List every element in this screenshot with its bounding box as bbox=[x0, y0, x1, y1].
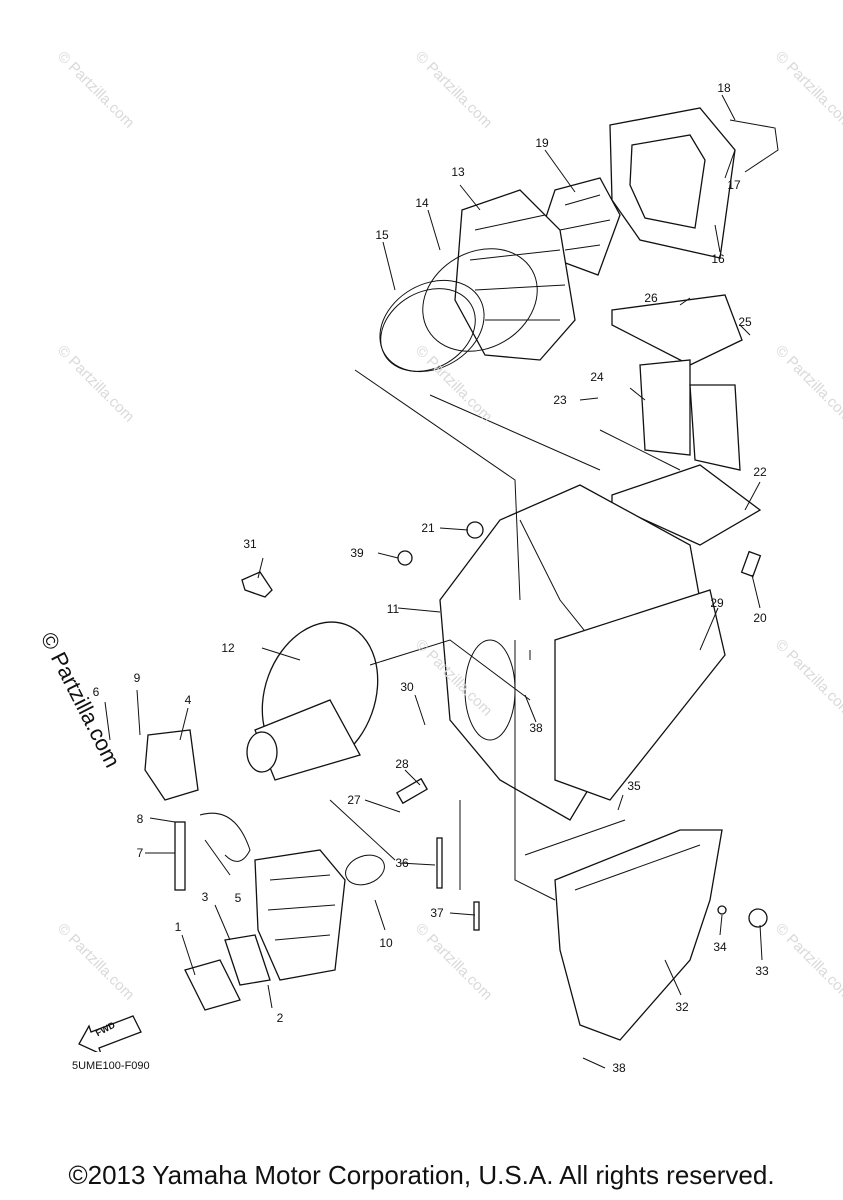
intake-ducts bbox=[611, 294, 762, 546]
callout-29: 29 bbox=[710, 596, 724, 610]
callout-25: 25 bbox=[738, 315, 752, 329]
filter-rings bbox=[379, 248, 538, 373]
callout-12: 12 bbox=[221, 641, 235, 655]
callout-3: 3 bbox=[201, 890, 209, 904]
callout-24: 24 bbox=[590, 370, 604, 384]
hose-clamp bbox=[345, 854, 385, 886]
callout-20: 20 bbox=[753, 611, 767, 625]
callout-10: 10 bbox=[379, 936, 393, 950]
callout-8: 8 bbox=[136, 812, 144, 826]
callout-38-lower: 38 bbox=[612, 1061, 626, 1075]
side-cover bbox=[554, 829, 723, 1041]
callout-33: 33 bbox=[755, 964, 769, 978]
intake-boot bbox=[246, 621, 379, 781]
callout-6: 6 bbox=[92, 685, 100, 699]
callout-9: 9 bbox=[133, 671, 141, 685]
callout-11: 11 bbox=[386, 602, 400, 616]
callout-32: 32 bbox=[675, 1000, 689, 1014]
air-filter-element bbox=[454, 189, 576, 361]
callout-13: 13 bbox=[451, 165, 465, 179]
callout-1: 1 bbox=[174, 920, 182, 934]
leader-lines bbox=[104, 94, 763, 1069]
callout-35: 35 bbox=[627, 779, 641, 793]
callout-15: 15 bbox=[375, 228, 389, 242]
callout-31: 31 bbox=[243, 537, 257, 551]
diagram-code: 5UME100-F090 bbox=[72, 1060, 150, 1072]
callout-4: 4 bbox=[184, 693, 192, 707]
callout-18: 18 bbox=[717, 81, 731, 95]
air-filter-cover bbox=[609, 107, 779, 259]
fwd-arrow-icon bbox=[78, 1015, 142, 1052]
callout-21: 21 bbox=[421, 521, 435, 535]
callout-17: 17 bbox=[727, 178, 741, 192]
callout-27: 27 bbox=[347, 793, 361, 807]
throttle-parts bbox=[144, 729, 271, 1011]
copyright-footer: ©2013 Yamaha Motor Corporation, U.S.A. A… bbox=[68, 1160, 775, 1190]
callout-28: 28 bbox=[395, 757, 409, 771]
callout-5: 5 bbox=[234, 891, 242, 905]
callout-34: 34 bbox=[713, 940, 727, 954]
callout-39: 39 bbox=[350, 546, 364, 560]
callout-38-upper: 38 bbox=[529, 721, 543, 735]
callout-36: 36 bbox=[395, 856, 409, 870]
fasteners bbox=[241, 521, 768, 931]
callout-26: 26 bbox=[644, 291, 658, 305]
callout-22: 22 bbox=[753, 465, 767, 479]
callout-2: 2 bbox=[276, 1011, 284, 1025]
callout-14: 14 bbox=[415, 196, 429, 210]
callout-23: 23 bbox=[553, 393, 567, 407]
callout-37: 37 bbox=[430, 906, 444, 920]
air-box bbox=[439, 484, 726, 821]
callout-7: 7 bbox=[136, 846, 144, 860]
callout-30: 30 bbox=[400, 680, 414, 694]
callout-19: 19 bbox=[535, 136, 549, 150]
carburetor bbox=[254, 849, 346, 981]
callout-16: 16 bbox=[711, 252, 725, 266]
